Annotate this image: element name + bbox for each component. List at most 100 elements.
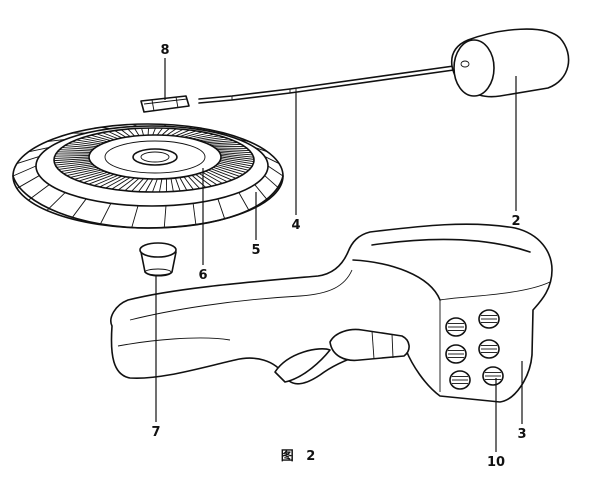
turbine-blade <box>63 166 97 175</box>
turbine-blade <box>96 133 115 141</box>
turbine-blade <box>127 128 135 137</box>
turbine-blade <box>54 156 90 159</box>
turbine-blade <box>54 155 90 157</box>
turbine-blade <box>93 174 119 187</box>
rim-segment <box>131 123 139 127</box>
label-part-10: 10 <box>487 455 505 470</box>
part-7-cup <box>139 242 177 277</box>
label-part-6: 6 <box>198 268 207 283</box>
turbine-blade <box>131 178 144 192</box>
label-part-5: 5 <box>251 243 260 258</box>
turbine-blade <box>145 178 154 193</box>
rim-segment <box>264 175 280 189</box>
turbine-blade <box>220 158 254 165</box>
part-8-block <box>140 95 190 113</box>
part-4-needle <box>198 63 469 104</box>
part-5-turbine-disc <box>12 123 284 229</box>
turbine-blade <box>102 132 119 140</box>
turbine-blades <box>53 127 255 193</box>
turbine-blade <box>61 147 94 150</box>
turbine-blade <box>134 128 140 136</box>
turbine-blade <box>85 136 108 143</box>
turbine-blade <box>218 150 252 154</box>
turbine-blade <box>108 131 123 139</box>
rim-segment <box>267 165 284 177</box>
turbine-blade <box>53 158 90 162</box>
rim-segment <box>192 126 197 130</box>
rim-segment <box>238 192 250 211</box>
turbine-blade <box>56 162 92 168</box>
turbine-blade <box>215 165 244 175</box>
rim-segment <box>264 156 280 164</box>
turbine-blade <box>141 128 144 136</box>
turbine-blade <box>216 164 247 173</box>
turbine-blade <box>83 172 111 184</box>
turbine-blade <box>179 130 197 138</box>
turbine-blade <box>202 171 223 184</box>
turbine-blade <box>59 149 92 152</box>
turbine-blade <box>219 161 251 169</box>
turbine-blade <box>205 140 234 144</box>
turbine-blade <box>198 172 218 186</box>
part-labels: 8 4 2 6 5 7 10 3 <box>151 43 526 470</box>
turbine-blade <box>170 128 184 137</box>
rim-segment <box>163 205 167 228</box>
turbine-blade <box>54 159 90 164</box>
turbine-blade <box>208 169 233 181</box>
label-part-2: 2 <box>511 214 520 229</box>
turbine-blade <box>183 176 194 190</box>
grip-button <box>445 344 467 364</box>
turbine-blade <box>71 141 100 146</box>
label-part-7: 7 <box>151 425 160 440</box>
rim-segment <box>99 203 112 225</box>
turbine-blade <box>114 130 127 138</box>
rim-segment <box>28 146 50 153</box>
turbine-blade <box>175 129 190 137</box>
turbine-blade <box>161 128 170 136</box>
figure-caption: 图 2 <box>281 449 320 464</box>
turbine-blade <box>170 178 174 192</box>
rim-segment <box>163 124 167 127</box>
grip-button <box>482 366 504 386</box>
turbine-blade <box>64 145 95 149</box>
rim-segment <box>12 165 37 177</box>
turbine-blade <box>68 143 97 148</box>
turbine-blade <box>179 177 188 191</box>
rim-segments <box>12 123 284 228</box>
label-part-4: 4 <box>291 218 300 233</box>
turbine-blade <box>218 162 249 171</box>
turbine-blade <box>166 128 177 136</box>
turbine-blade <box>74 170 105 180</box>
rim-segment <box>16 175 40 189</box>
turbine-blade <box>210 168 237 179</box>
part-2-cylinder <box>450 28 570 98</box>
turbine-blade <box>124 178 140 191</box>
turbine-blade <box>205 170 228 183</box>
turbine-blade <box>80 137 105 144</box>
rim-segment <box>217 198 226 219</box>
turbine-blade <box>57 151 91 153</box>
leader-lines <box>155 58 523 452</box>
turbine-blade <box>220 159 253 167</box>
turbine-blade <box>213 166 240 177</box>
rim-segment <box>254 146 268 153</box>
turbine-blade <box>88 173 115 185</box>
turbine-blade <box>118 177 135 191</box>
turbine-blade <box>138 178 149 192</box>
turbine-blade <box>90 134 111 142</box>
turbine-blade <box>220 153 254 158</box>
turbine-blade <box>199 136 225 142</box>
grip-button <box>478 309 500 329</box>
turbine-blade <box>105 176 127 189</box>
turbine-blade <box>208 142 238 145</box>
turbine-blade <box>70 169 102 178</box>
rim-segment <box>70 198 87 220</box>
turbine-blade <box>219 151 253 156</box>
rim-segment <box>100 126 111 130</box>
turbine-blade <box>187 132 209 139</box>
turbine-blade <box>195 135 220 141</box>
turbine-blade <box>159 178 163 193</box>
label-part-8: 8 <box>160 43 169 58</box>
turbine-blade <box>78 171 108 182</box>
